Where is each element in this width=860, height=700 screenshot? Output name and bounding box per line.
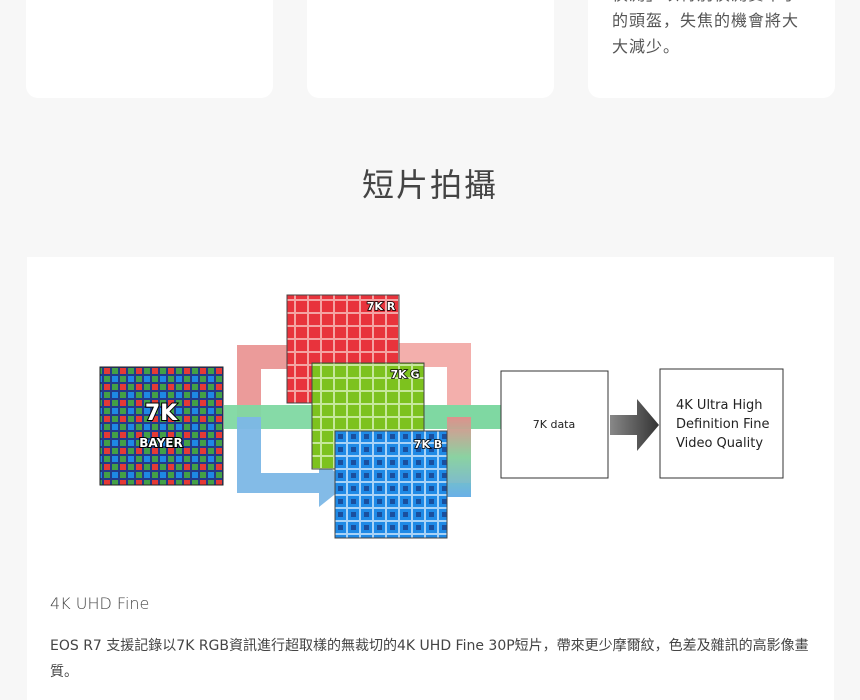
feature-description: EOS R7 支援記錄以7K RGB資訊進行超取樣的無裁切的4K UHD Fin… <box>50 638 809 680</box>
output-line-1: 4K Ultra High <box>676 398 762 413</box>
output-arrow <box>610 399 659 451</box>
feature-card-3: 偵測」以特別偵測賽車手的頭盔，失焦的機會將大大減少。 <box>588 0 835 98</box>
feature-card-1 <box>26 0 273 98</box>
video-feature-card: 7K BAYER 7K R 7K G 7K B 7K data <box>27 257 834 700</box>
feature-card-2 <box>307 0 554 98</box>
bayer-label-big: 7K <box>145 401 178 426</box>
green-channel-label: 7K G <box>390 368 419 381</box>
bayer-sensor: 7K BAYER <box>99 366 224 486</box>
output-box: 4K Ultra High Definition Fine Video Qual… <box>659 368 784 479</box>
blue-channel: 7K B <box>334 430 448 539</box>
feature-title: 4K UHD Fine <box>50 594 150 613</box>
data-box: 7K data <box>500 370 609 479</box>
bayer-label-small: BAYER <box>139 436 182 450</box>
feature-card-text: 偵測」以特別偵測賽車手的頭盔，失焦的機會將大大減少。 <box>612 0 800 56</box>
output-line-3: Video Quality <box>676 436 763 451</box>
blue-channel-label: 7K B <box>414 438 442 451</box>
data-box-label: 7K data <box>533 418 576 431</box>
red-channel-label: 7K R <box>367 300 396 313</box>
output-line-2: Definition Fine <box>676 417 769 432</box>
section-title: 短片拍攝 <box>361 166 498 204</box>
7k-oversampling-diagram: 7K BAYER 7K R 7K G 7K B 7K data <box>99 294 784 539</box>
